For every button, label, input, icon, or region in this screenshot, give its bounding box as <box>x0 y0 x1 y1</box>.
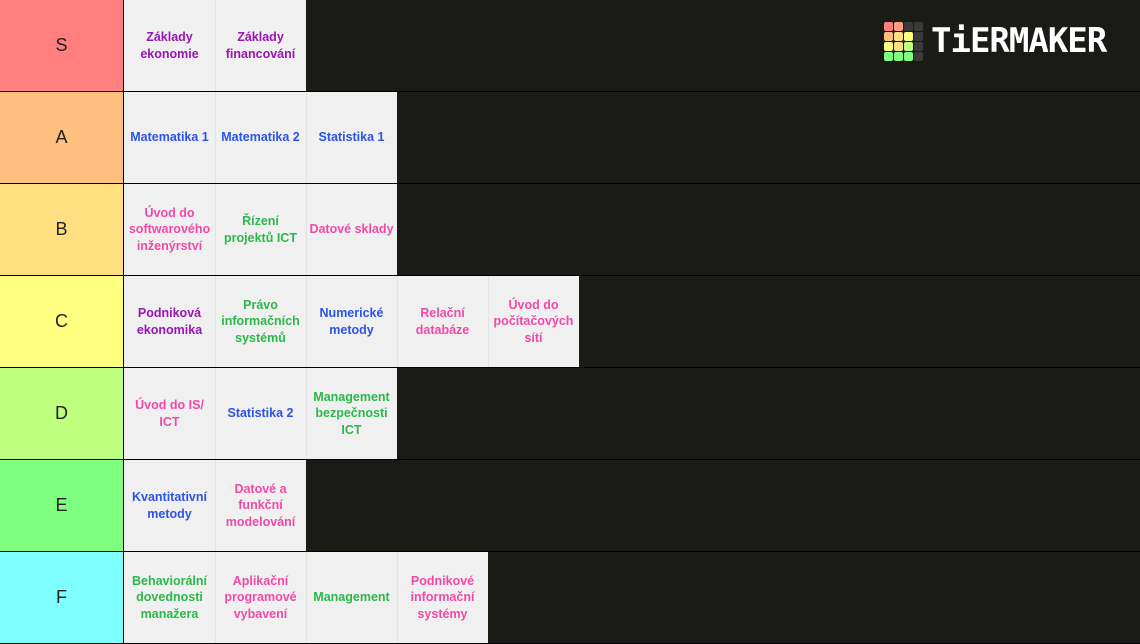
tier-label-d[interactable]: D <box>0 368 124 459</box>
tier-label-c[interactable]: C <box>0 276 124 367</box>
tier-item[interactable]: Kvantitativní metody <box>124 460 215 551</box>
logo-grid-cell <box>894 21 903 31</box>
tier-label-b[interactable]: B <box>0 184 124 275</box>
logo-grid-cell <box>914 41 923 51</box>
tier-item[interactable]: Základy financování <box>215 0 306 91</box>
tier-item[interactable]: Aplikační programové vybavení <box>215 552 306 643</box>
tier-label-s[interactable]: S <box>0 0 124 91</box>
tier-item[interactable]: Úvod do počítačových sítí <box>488 276 579 367</box>
logo-grid-cell <box>914 21 923 31</box>
logo-grid-cell <box>894 31 903 41</box>
tier-item[interactable]: Matematika 2 <box>215 92 306 183</box>
logo-grid-cell <box>914 31 923 41</box>
tier-item[interactable]: Statistika 2 <box>215 368 306 459</box>
tier-item[interactable]: Behaviorální dovednosti manažera <box>124 552 215 643</box>
tier-item[interactable]: Úvod do IS/ ICT <box>124 368 215 459</box>
tier-item[interactable]: Numerické metody <box>306 276 397 367</box>
logo-grid-cell <box>884 31 893 41</box>
tiermaker-logo: TiERMAKER <box>884 20 1107 62</box>
tier-item[interactable]: Základy ekonomie <box>124 0 215 91</box>
tier-item[interactable]: Úvod do softwarového inženýrství <box>124 184 215 275</box>
tier-item[interactable]: Management <box>306 552 397 643</box>
logo-grid-cell <box>884 41 893 51</box>
logo-grid-cell <box>884 51 893 61</box>
tier-item[interactable]: Relační databáze <box>397 276 488 367</box>
logo-grid-cell <box>914 51 923 61</box>
tier-item[interactable]: Management bezpečnosti ICT <box>306 368 397 459</box>
tier-item[interactable]: Datové sklady <box>306 184 397 275</box>
logo-grid-cell <box>894 41 903 51</box>
tier-item[interactable]: Řízení projektů ICT <box>215 184 306 275</box>
tiermaker-grid-icon <box>884 21 923 61</box>
tier-item[interactable]: Podnikové informační systémy <box>397 552 488 643</box>
logo-grid-cell <box>884 21 893 31</box>
tier-item[interactable]: Statistika 1 <box>306 92 397 183</box>
logo-grid-cell <box>904 21 913 31</box>
tiermaker-wordmark: TiERMAKER <box>931 21 1107 61</box>
tier-item[interactable]: Matematika 1 <box>124 92 215 183</box>
logo-grid-cell <box>904 51 913 61</box>
tier-label-f[interactable]: F <box>0 552 124 643</box>
tier-label-e[interactable]: E <box>0 460 124 551</box>
logo-grid-cell <box>904 41 913 51</box>
logo-grid-cell <box>904 31 913 41</box>
tier-label-a[interactable]: A <box>0 92 124 183</box>
logo-grid-cell <box>894 51 903 61</box>
tier-item[interactable]: Podniková ekonomika <box>124 276 215 367</box>
tier-item[interactable]: Právo informačních systémů <box>215 276 306 367</box>
tier-item[interactable]: Datové a funkční modelování <box>215 460 306 551</box>
